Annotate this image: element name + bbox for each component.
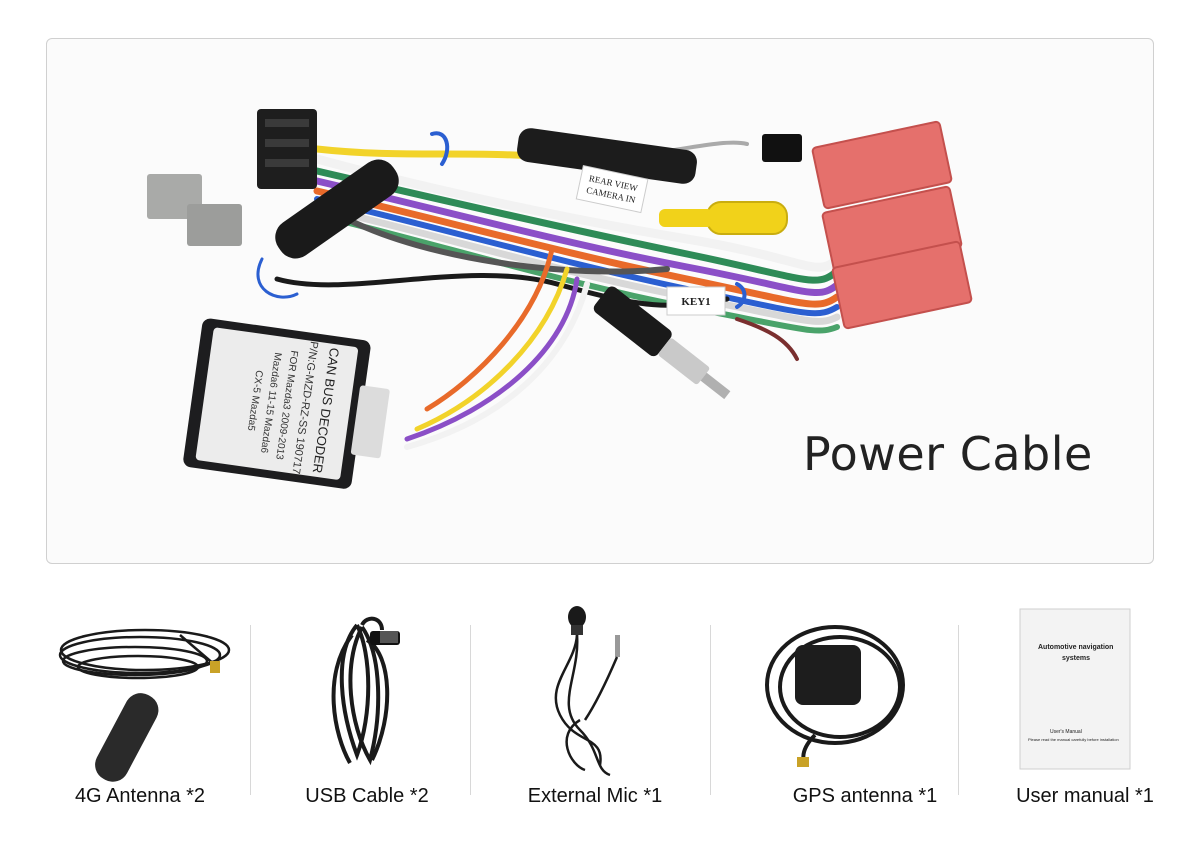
key-tag: KEY1 xyxy=(681,296,710,308)
accessory-item-4g-antenna: 4G Antenna *2 xyxy=(30,595,250,835)
gps-antenna-icon xyxy=(765,625,905,767)
power-cable-title: Power Cable xyxy=(803,427,1093,481)
accessory-label-gps-antenna: GPS antenna *1 xyxy=(792,785,938,807)
accessory-item-gps-antenna: GPS antenna *1 xyxy=(755,595,975,835)
accessory-label-external-mic: External Mic *1 xyxy=(527,785,663,807)
accessory-label-user-manual: User manual *1 xyxy=(1016,785,1154,807)
power-cable-panel: REAR VIEW CAMERA IN KEY1 CAN BUS DECODER… xyxy=(46,38,1154,564)
manual-footer-note: Please read the manual carefully before … xyxy=(1028,737,1119,742)
divider xyxy=(250,625,251,795)
divider xyxy=(958,625,959,795)
accessory-list: 4G Antenna *2 USB Cable *2 xyxy=(0,595,1200,835)
antenna-4g-icon xyxy=(58,628,231,782)
power-cable-harness-image: REAR VIEW CAMERA IN KEY1 CAN BUS DECODER… xyxy=(147,109,973,489)
accessory-item-user-manual: Automotive navigation systems User's Man… xyxy=(990,595,1180,835)
manual-cover-title-line2: systems xyxy=(1062,655,1090,662)
microphone-icon xyxy=(554,606,620,777)
usb-cable-icon xyxy=(331,616,400,766)
accessory-item-external-mic: External Mic *1 xyxy=(485,595,705,835)
divider xyxy=(470,625,471,795)
manual-cover-title-line1: Automotive navigation xyxy=(1038,644,1113,651)
accessory-label-4g-antenna: 4G Antenna *2 xyxy=(74,785,206,807)
accessory-label-usb-cable: USB Cable *2 xyxy=(305,785,429,807)
divider xyxy=(710,625,711,795)
manual-footer-title: User's Manual xyxy=(1050,729,1082,735)
user-manual-icon: Automotive navigation systems User's Man… xyxy=(1019,608,1131,770)
accessory-item-usb-cable: USB Cable *2 xyxy=(262,595,472,835)
